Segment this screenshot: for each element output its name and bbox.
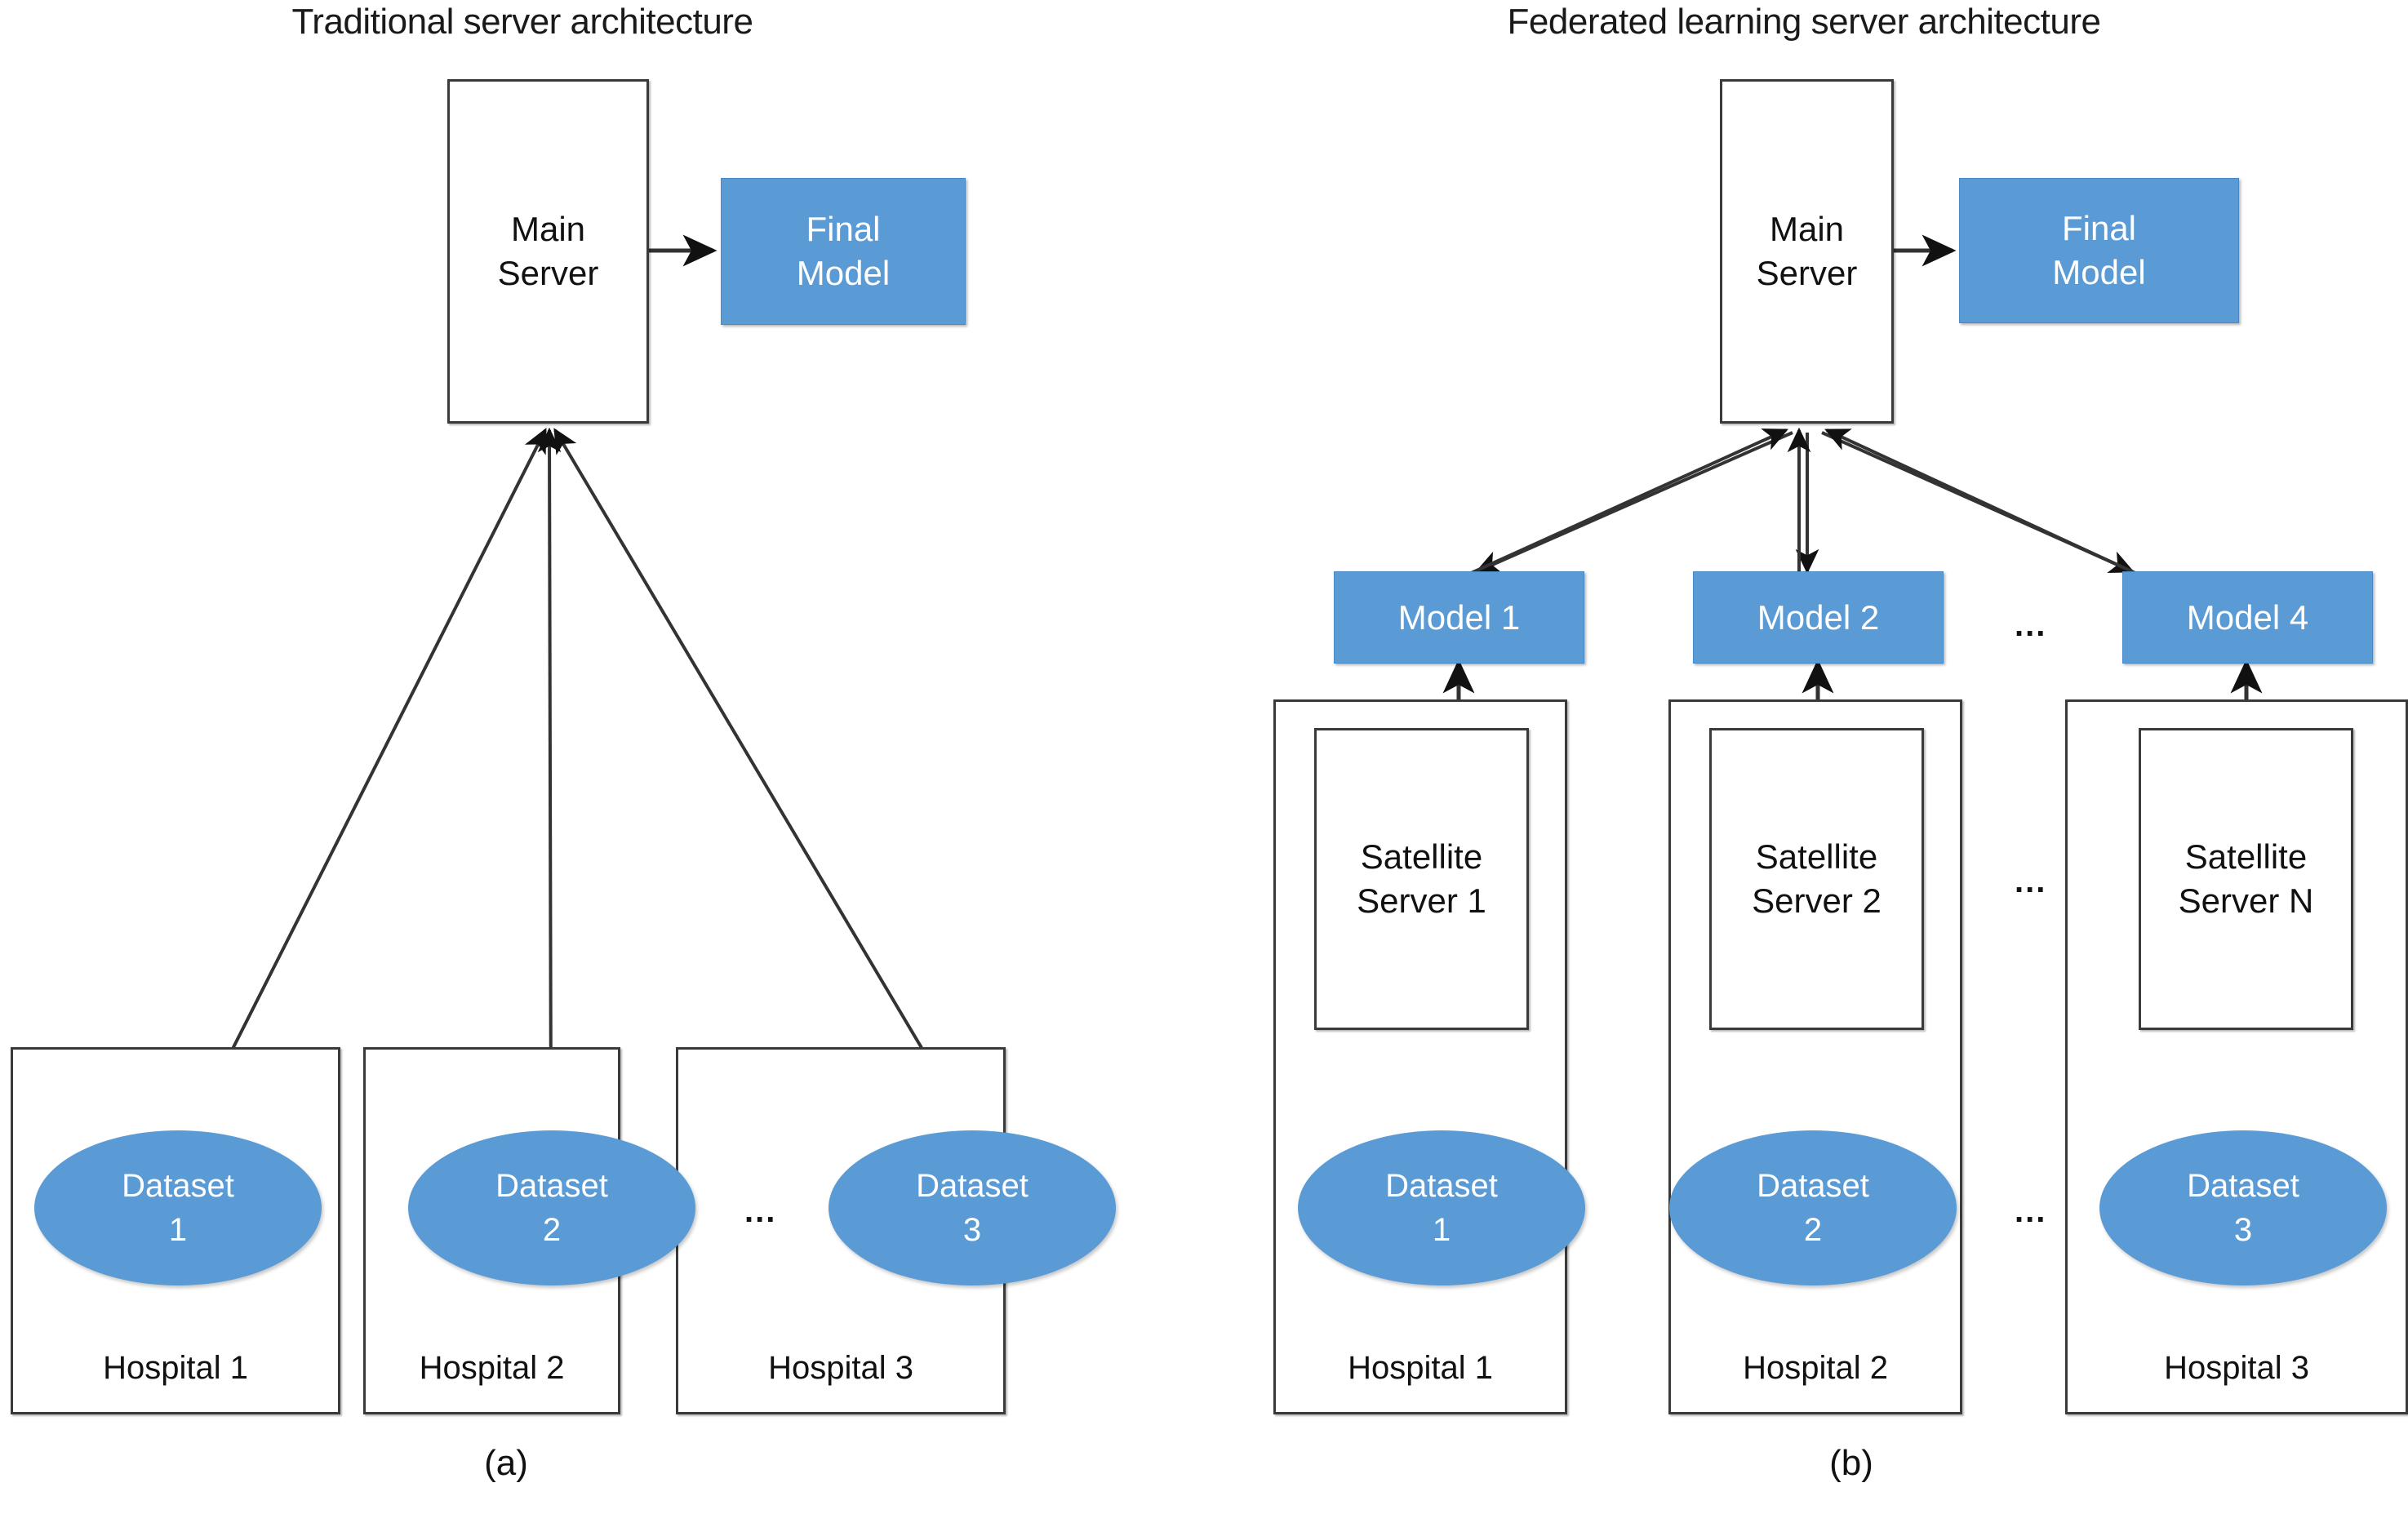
final-model-box-a[interactable]: Final Model: [721, 178, 966, 325]
figure-caption-a: (a): [484, 1443, 528, 1483]
arrow-b-model1-to-server: [1467, 428, 1788, 576]
model-box-b-1[interactable]: Model 1: [1334, 571, 1584, 664]
arrow-a-dataset2-to-server: [537, 427, 562, 1127]
arrow-b-server-to-model1: [1475, 431, 1793, 574]
dataset-ellipse-b-3[interactable]: Dataset 3: [2099, 1130, 2387, 1285]
dataset-label-b-2: Dataset 2: [1757, 1168, 1869, 1248]
dataset-label-a-3: Dataset 3: [916, 1168, 1029, 1248]
figure-caption-b: (b): [1829, 1443, 1873, 1483]
satellite-server-label-b-2: Satellite Server 2: [1752, 837, 1882, 920]
dataset-label-a-1: Dataset 1: [122, 1168, 234, 1248]
main-server-label-a: Main Server: [497, 210, 599, 292]
satellite-server-box-b-1[interactable]: Satellite Server 1: [1314, 728, 1529, 1030]
hospital-label-b-2: Hospital 2: [1743, 1350, 1888, 1386]
final-model-label-b: Final Model: [2052, 209, 2146, 291]
dataset-label-b-3: Dataset 3: [2187, 1168, 2299, 1248]
satellite-server-label-b-1: Satellite Server 1: [1357, 837, 1486, 920]
hospital-label-b-3: Hospital 3: [2164, 1350, 2309, 1386]
dataset-ellipse-a-2[interactable]: Dataset 2: [408, 1130, 695, 1285]
panel-a-title: Traditional server architecture: [291, 2, 753, 42]
model-label-b-1: Model 1: [1397, 597, 1521, 637]
dataset-ellipsis-a: ...: [744, 1193, 777, 1229]
satellite-row-ellipsis-b: ...: [2015, 864, 2047, 899]
dataset-row-ellipsis-b: ...: [2015, 1193, 2047, 1229]
dataset-ellipse-b-2[interactable]: Dataset 2: [1669, 1130, 1957, 1285]
dataset-ellipse-a-3[interactable]: Dataset 3: [829, 1130, 1116, 1285]
main-server-box-a[interactable]: Main Server: [447, 79, 649, 424]
dataset-ellipse-a-1[interactable]: Dataset 1: [34, 1130, 322, 1285]
dataset-label-a-2: Dataset 2: [495, 1168, 608, 1248]
satellite-server-label-b-3: Satellite Server N: [2178, 837, 2314, 920]
main-server-label-b: Main Server: [1756, 210, 1858, 292]
dataset-ellipse-b-1[interactable]: Dataset 1: [1298, 1130, 1585, 1285]
hospital-label-a-3: Hospital 3: [768, 1350, 913, 1386]
hospital-label-a-2: Hospital 2: [419, 1350, 565, 1386]
model-box-b-2[interactable]: Model 2: [1693, 571, 1944, 664]
arrow-a-dataset3-to-server: [553, 428, 975, 1136]
arrow-b-model4-to-server: [1824, 428, 2139, 576]
satellite-server-box-b-2[interactable]: Satellite Server 2: [1709, 728, 1924, 1030]
main-server-box-b[interactable]: Main Server: [1720, 79, 1894, 424]
model-label-b-2: Model 2: [1757, 597, 1880, 637]
model-box-b-3[interactable]: Model 4: [2122, 571, 2373, 664]
final-model-label-a: Final Model: [796, 210, 891, 292]
panel-b-title: Federated learning server architecture: [1507, 2, 2101, 42]
dataset-label-b-1: Dataset 1: [1385, 1168, 1498, 1248]
final-model-box-b[interactable]: Final Model: [1959, 178, 2239, 323]
hospital-label-a-1: Hospital 1: [103, 1350, 248, 1386]
hospital-label-b-1: Hospital 1: [1348, 1350, 1493, 1386]
model-label-b-3: Model 4: [2186, 597, 2309, 637]
satellite-server-box-b-3[interactable]: Satellite Server N: [2139, 728, 2353, 1030]
arrow-b-server-to-model4: [1821, 431, 2135, 574]
model-row-ellipsis-b: ...: [2015, 607, 2047, 643]
arrow-a-dataset1-to-server: [188, 428, 547, 1135]
